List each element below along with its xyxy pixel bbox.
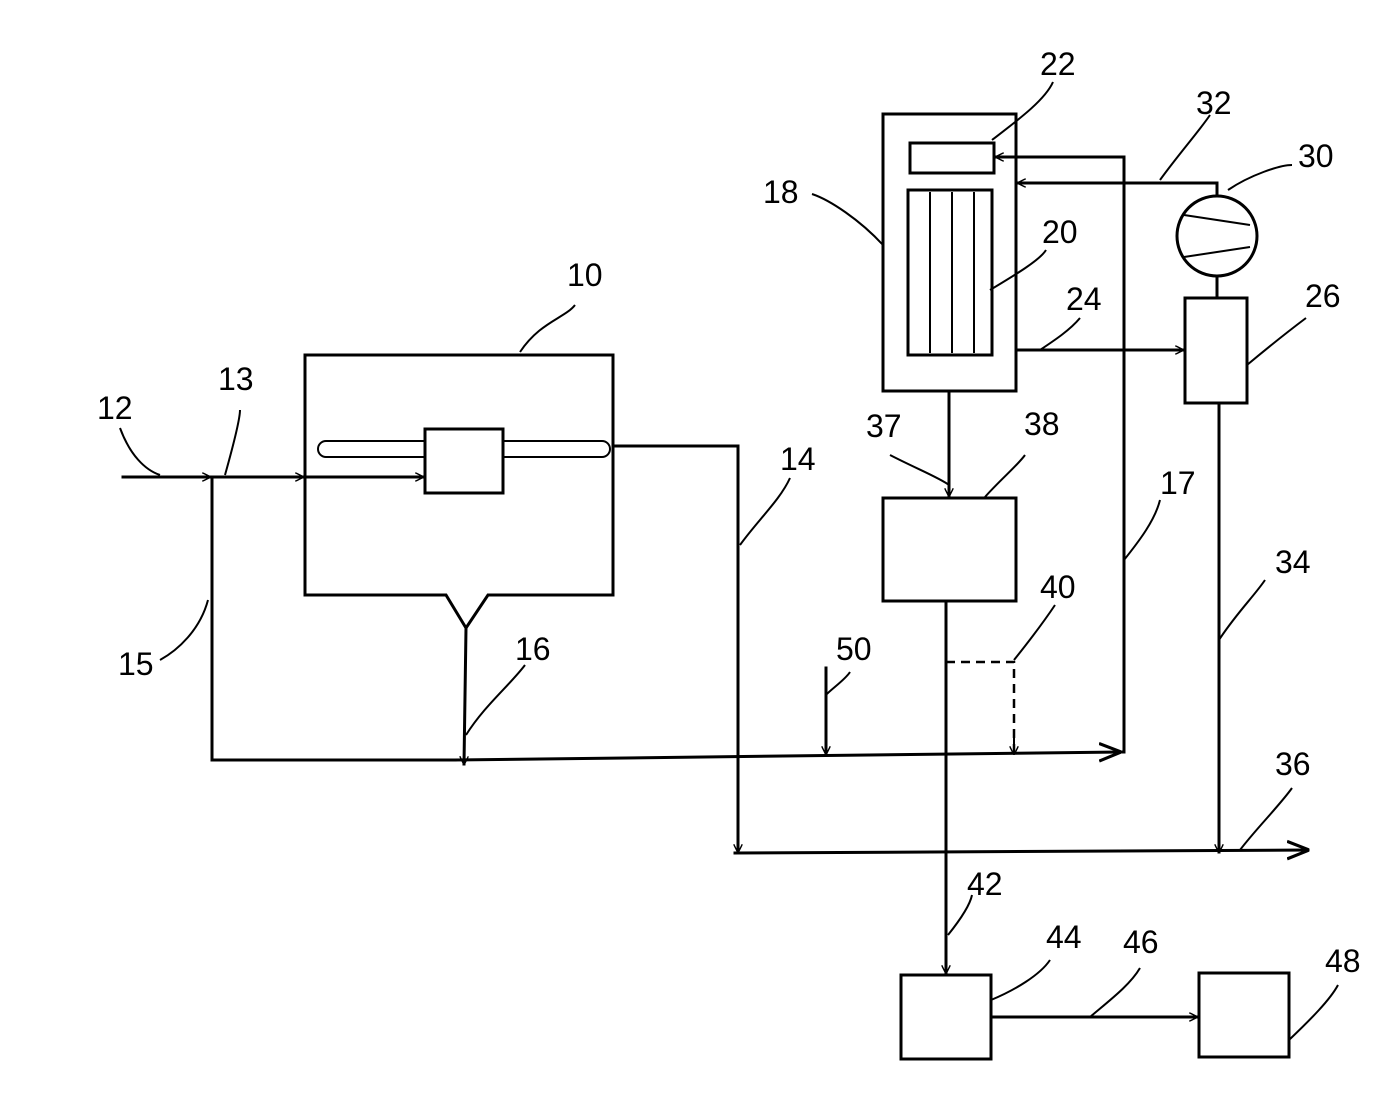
flow-lines (123, 157, 1308, 1017)
label-15: 15 (118, 646, 154, 682)
label-22: 22 (1040, 46, 1076, 82)
reference-labels: 10 12 13 14 15 16 17 18 20 22 24 26 30 3… (97, 46, 1361, 979)
label-24: 24 (1066, 281, 1102, 317)
unit-44 (901, 975, 991, 1059)
label-30: 30 (1298, 138, 1334, 174)
unit-38 (883, 498, 1016, 601)
label-26: 26 (1305, 278, 1341, 314)
label-46: 46 (1123, 924, 1159, 960)
label-48: 48 (1325, 943, 1361, 979)
label-37: 37 (866, 408, 902, 444)
label-20: 20 (1042, 214, 1078, 250)
compressor-30 (1177, 196, 1257, 276)
label-36: 36 (1275, 746, 1311, 782)
label-17: 17 (1160, 465, 1196, 501)
label-38: 38 (1024, 406, 1060, 442)
label-14: 14 (780, 441, 816, 477)
label-13: 13 (218, 361, 254, 397)
label-34: 34 (1275, 544, 1311, 580)
unit-26 (1185, 298, 1247, 403)
label-16: 16 (515, 631, 551, 667)
label-40: 40 (1040, 569, 1076, 605)
label-32: 32 (1196, 85, 1232, 121)
label-10: 10 (567, 257, 603, 293)
label-18: 18 (763, 174, 799, 210)
unit-48 (1199, 973, 1289, 1057)
label-44: 44 (1046, 919, 1082, 955)
label-42: 42 (967, 866, 1003, 902)
leader-lines (120, 82, 1338, 1040)
label-50: 50 (836, 631, 872, 667)
label-12: 12 (97, 390, 133, 426)
vessel-10 (305, 355, 613, 628)
